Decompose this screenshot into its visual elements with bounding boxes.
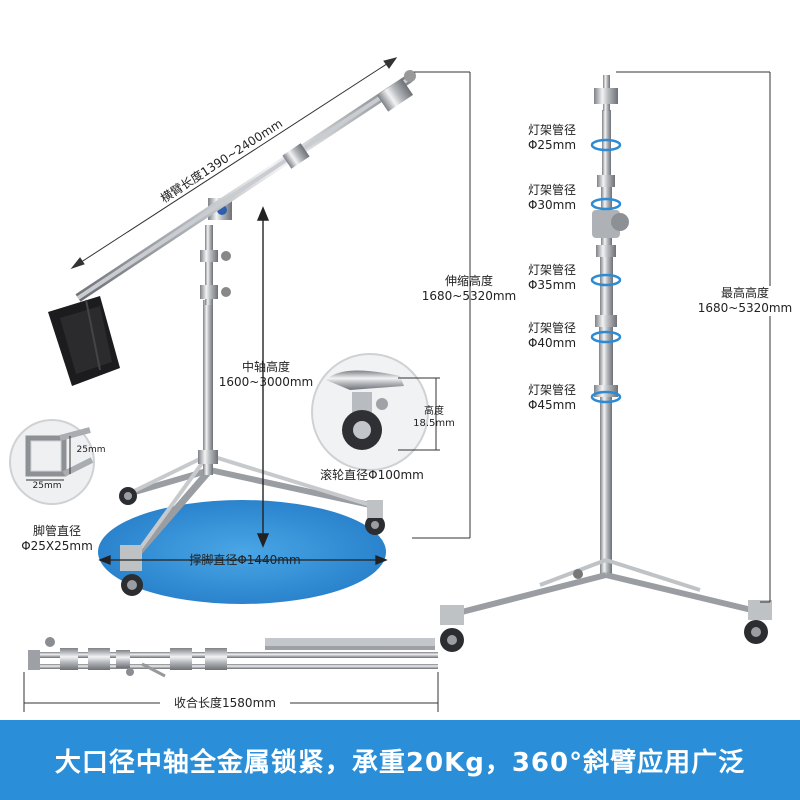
tube-label-4-title: 灯架管径	[527, 321, 576, 335]
leg-dim-b-label: 25mm	[32, 481, 62, 491]
wheel-height-value: 18.5mm	[413, 418, 455, 429]
tube-label-1-value: Φ25mm	[527, 138, 577, 152]
wheel-inset	[311, 353, 440, 471]
folded-length-label: 收合长度1580mm	[160, 696, 290, 711]
leg-tube-label: 脚管直径 Φ25X25mm	[12, 524, 102, 554]
telescopic-height-dimension	[412, 71, 471, 539]
product-illustration	[9, 57, 772, 712]
leg-tube-title: 脚管直径	[32, 524, 81, 538]
wheel-height-title: 高度	[424, 406, 444, 417]
tube-label-5-value: Φ45mm	[527, 398, 577, 412]
base-diameter-label: 撑脚直径Φ1440mm	[189, 553, 301, 567]
feature-banner: 大口径中轴全金属锁紧，承重20Kg，360°斜臂应用广泛	[0, 720, 800, 800]
tube-label-1-title: 灯架管径	[527, 123, 576, 137]
boom-dimension	[70, 57, 398, 270]
center-height-title: 中轴高度	[241, 360, 290, 374]
tube-label-3-value: Φ35mm	[527, 278, 577, 292]
folded-stand	[23, 637, 439, 712]
base-diameter-dimension	[98, 555, 388, 565]
telescopic-height-label: 伸缩高度 1680~5320mm	[415, 274, 523, 304]
max-height-value: 1680~5320mm	[697, 301, 793, 315]
max-height-dimension	[616, 71, 771, 603]
telescopic-height-value: 1680~5320mm	[421, 289, 517, 303]
tube-label-2: 灯架管径 Φ30mm	[520, 183, 584, 213]
center-height-dimension	[256, 206, 270, 548]
leg-tube-value: Φ25X25mm	[21, 539, 93, 553]
tube-label-5-title: 灯架管径	[527, 383, 576, 397]
tube-label-2-value: Φ30mm	[527, 198, 577, 212]
wheel-height-label: 高度 18.5mm	[410, 406, 458, 430]
center-height-label: 中轴高度 1600~3000mm	[216, 360, 316, 390]
telescopic-height-title: 伸缩高度	[444, 274, 493, 288]
center-height-value: 1600~3000mm	[218, 375, 314, 389]
tube-label-2-title: 灯架管径	[527, 183, 576, 197]
boom-stand	[48, 70, 416, 596]
tube-label-5: 灯架管径 Φ45mm	[520, 383, 584, 413]
light-stand-drawing	[9, 57, 772, 712]
tube-label-3: 灯架管径 Φ35mm	[520, 263, 584, 293]
wheel-diameter-label: 滚轮直径Φ100mm	[320, 468, 424, 482]
banner-text: 大口径中轴全金属锁紧，承重20Kg，360°斜臂应用广泛	[54, 747, 746, 778]
max-height-label: 最高高度 1680~5320mm	[690, 286, 800, 316]
tall-stand	[440, 75, 772, 652]
max-height-title: 最高高度	[720, 286, 769, 300]
tube-label-4-value: Φ40mm	[527, 336, 577, 350]
tube-label-4: 灯架管径 Φ40mm	[520, 321, 584, 351]
tube-label-3-title: 灯架管径	[527, 263, 576, 277]
base-ellipse	[98, 500, 386, 604]
leg-dim-a-label: 25mm	[76, 445, 106, 455]
tube-label-1: 灯架管径 Φ25mm	[520, 123, 584, 153]
leg-tube-inset	[9, 419, 95, 505]
